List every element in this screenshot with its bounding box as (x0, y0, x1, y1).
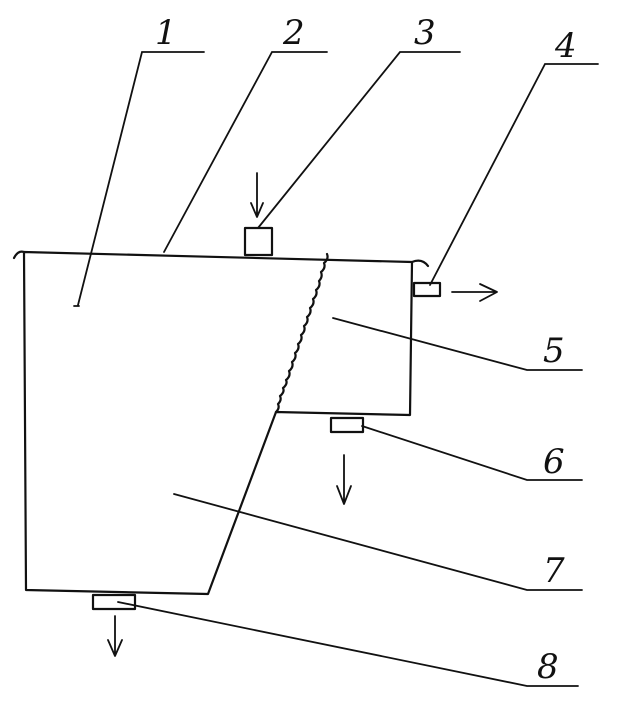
leader-line-3 (257, 51, 461, 229)
leader-line-4 (429, 63, 599, 286)
leader-line-2 (163, 51, 328, 253)
label-4: 4 (554, 26, 577, 66)
leader-line-8 (117, 601, 579, 687)
side-outlet-arrow (451, 283, 498, 302)
middle-outlet-arrow (336, 454, 352, 505)
leader-line-7 (173, 493, 583, 591)
label-5: 5 (543, 331, 565, 371)
leader-line-5 (332, 317, 583, 371)
leader-line-1 (77, 51, 205, 306)
middle-outlet-port (329, 416, 365, 434)
inlet-arrow (250, 172, 264, 218)
label-6: 6 (543, 442, 565, 482)
filter-surface (274, 252, 329, 414)
side-outlet-port (412, 281, 442, 298)
inlet-port (243, 226, 274, 257)
label-2: 2 (282, 13, 305, 53)
label-7: 7 (543, 551, 565, 591)
label-1: 1 (155, 13, 177, 53)
label-8: 8 (537, 647, 559, 687)
bottom-outlet-arrow (107, 615, 123, 657)
leader-line-6 (361, 425, 583, 481)
tank-outline (12, 250, 430, 596)
label-3: 3 (414, 13, 436, 53)
bottom-outlet-port (91, 593, 137, 611)
